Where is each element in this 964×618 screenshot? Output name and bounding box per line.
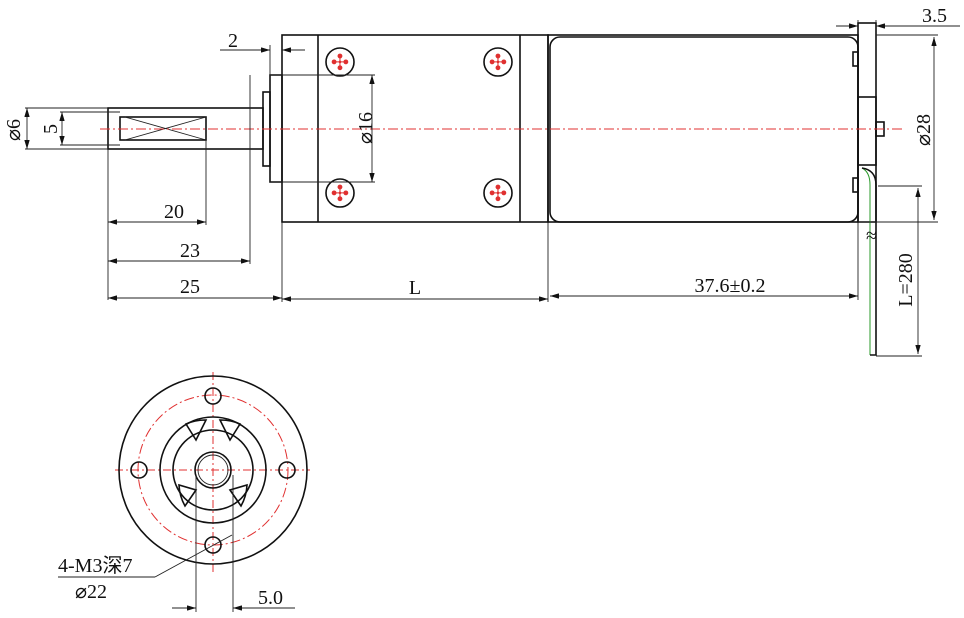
- dim-shaft-length: 25: [180, 276, 200, 298]
- end-cap: [857, 22, 877, 223]
- screw-icon: ✣: [483, 47, 513, 77]
- dim-shaft-to-pilot: 23: [180, 240, 200, 262]
- dim-endcap: 3.5: [922, 5, 947, 27]
- dim-flat-length: 20: [164, 201, 184, 223]
- mounting-hole: [204, 387, 222, 405]
- flange-outline: [118, 375, 308, 565]
- dim-shaft-diameter: ⌀6: [3, 119, 25, 141]
- front-view: 5.0 4-M3深7 ⌀22: [58, 372, 310, 612]
- svg-text:✣: ✣: [331, 182, 349, 207]
- dim-motor-length: 37.6±0.2: [695, 275, 766, 297]
- dim-flange-thickness: 2: [228, 30, 238, 52]
- lead-wire: [861, 167, 871, 355]
- svg-text:✣: ✣: [489, 51, 507, 76]
- side-view: ✣ ✣ ✣ ✣ ≈ ⌀16: [3, 5, 960, 357]
- thread-note: 4-M3深7: [58, 554, 132, 577]
- mounting-hole: [278, 461, 296, 479]
- mounting-hole: [204, 536, 222, 554]
- dim-wire-length: L=280: [895, 253, 917, 307]
- dim-flat: 5.0: [258, 587, 283, 609]
- output-shaft-end: [194, 451, 232, 489]
- dim-gearbox-length: L: [409, 277, 421, 299]
- svg-text:✣: ✣: [489, 182, 507, 207]
- dim-motor-diameter: ⌀28: [913, 114, 935, 146]
- screw-icon: ✣: [483, 178, 513, 208]
- dim-flat-width: 5: [40, 124, 62, 134]
- bolt-circle-label: ⌀22: [75, 581, 107, 603]
- wire-break-symbol: ≈: [866, 225, 877, 247]
- dim-pilot-diameter: ⌀16: [355, 112, 377, 144]
- screw-icon: ✣: [325, 178, 355, 208]
- screw-icon: ✣: [325, 47, 355, 77]
- svg-text:✣: ✣: [331, 51, 349, 76]
- mounting-hole: [130, 461, 148, 479]
